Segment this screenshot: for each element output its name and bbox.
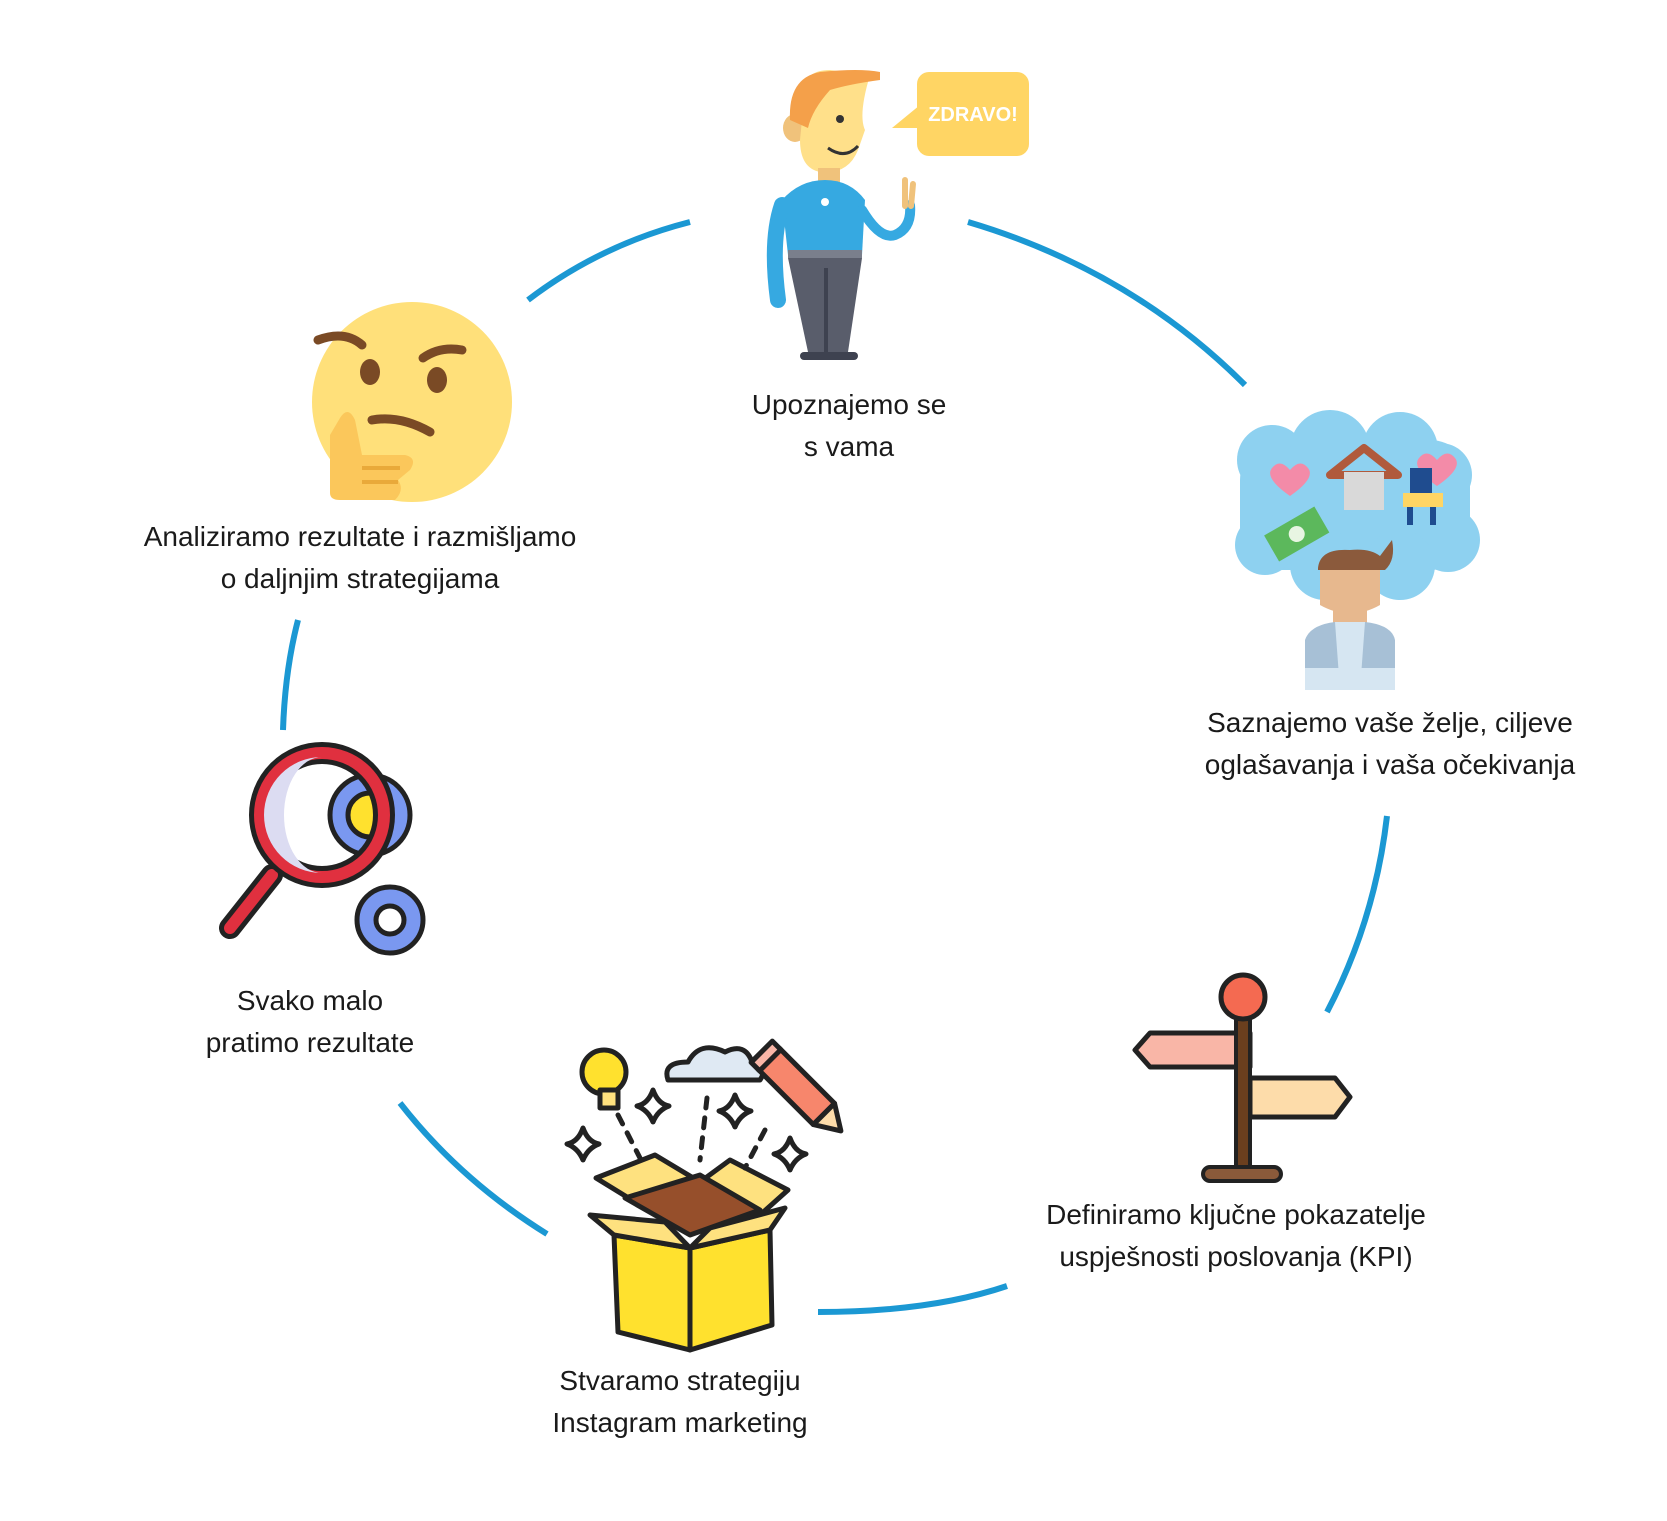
speech-bubble: ZDRAVO! <box>892 72 1029 156</box>
step-5-label-line-1: Svako malo <box>236 985 384 1016</box>
step-4-label: Stvaramo strategiju Instagram marketing <box>500 1360 860 1444</box>
creative-box-icon <box>564 1038 844 1353</box>
step-4-label-line-2: Instagram marketing <box>552 1407 808 1438</box>
arc-step1-step2 <box>967 219 1248 388</box>
thought-cloud-icon <box>1235 410 1480 690</box>
step-3-label-line-2: uspješnosti poslovanja (KPI) <box>1059 1241 1413 1272</box>
arc-step3-step4 <box>817 1283 1008 1315</box>
step-4-label-line-1: Stvaramo strategiju <box>559 1365 801 1396</box>
signpost-icon <box>1132 972 1353 1183</box>
step-6-label-line-2: o daljnjim strategijama <box>220 563 500 594</box>
step-6-label-line-1: Analiziramo rezultate i razmišljamo <box>143 521 577 552</box>
step-2-label: Saznajemo vaše želje, ciljeve oglašavanj… <box>1160 702 1620 786</box>
arc-step2-step3 <box>1324 815 1390 1014</box>
step-2-label-line-2: oglašavanja i vaša očekivanja <box>1204 749 1576 780</box>
thinking-face-icon <box>312 302 512 502</box>
step-1-label: Upoznajemo se s vama <box>719 384 979 468</box>
step-1-label-line-1: Upoznajemo se <box>751 389 947 420</box>
step-2-label-line-1: Saznajemo vaše želje, ciljeve <box>1207 707 1573 738</box>
step-5-label: Svako malo pratimo rezultate <box>160 980 460 1064</box>
cycle-ring <box>280 219 1390 1315</box>
step-6-label: Analiziramo rezultate i razmišljamo o da… <box>95 516 625 600</box>
step-1-label-line-2: s vama <box>803 431 895 462</box>
step-3-label: Definiramo ključne pokazatelje uspješnos… <box>1006 1194 1466 1278</box>
magnifier-gears-icon <box>219 742 426 956</box>
speech-bubble-text: ZDRAVO! <box>928 104 1018 126</box>
step-3-label-line-1: Definiramo ključne pokazatelje <box>1046 1199 1426 1230</box>
arc-step6-step1 <box>526 219 691 303</box>
arc-step5-step6 <box>280 619 301 731</box>
arc-step4-step5 <box>397 1101 549 1237</box>
step-5-label-line-2: pratimo rezultate <box>205 1027 415 1058</box>
person-waving-icon: ZDRAVO! <box>766 70 1029 360</box>
